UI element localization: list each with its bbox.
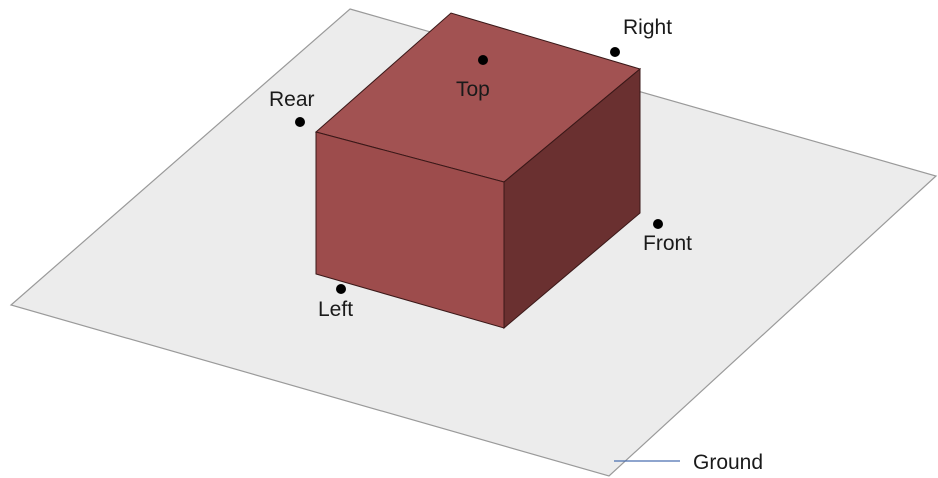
rear-label: Rear	[269, 88, 315, 111]
top-marker	[478, 55, 488, 65]
front-marker	[653, 219, 663, 229]
rear-marker	[295, 117, 305, 127]
right-marker	[610, 47, 620, 57]
left-marker	[336, 284, 346, 294]
box-right-face	[503, 67, 641, 330]
right-label: Right	[623, 16, 672, 39]
top-label: Top	[456, 78, 490, 101]
ground-label: Ground	[693, 451, 763, 474]
left-label: Left	[318, 298, 353, 321]
front-label: Front	[643, 232, 692, 255]
